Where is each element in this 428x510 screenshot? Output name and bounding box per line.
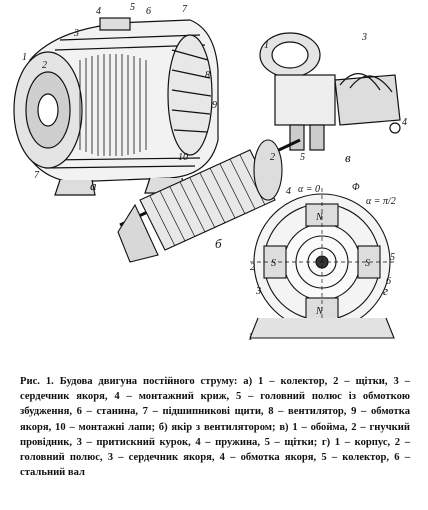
motor-label-5: 5	[130, 2, 135, 13]
figure-caption: Рис. 1. Будова двигуна постійного струму…	[20, 376, 410, 479]
pole-s-left: S	[271, 258, 276, 269]
sublabel-a: а	[90, 178, 97, 193]
motor-label-4: 4	[96, 6, 101, 17]
pole-s-right: S	[365, 258, 370, 269]
brush-label-4: 4	[402, 117, 407, 128]
motor-number-labels: 1 2 3 4 5 6 7 8 9 10 7	[22, 2, 217, 181]
angle-alpha0: α = 0	[298, 184, 320, 195]
brush-label-3: 3	[361, 32, 367, 43]
brush-number-labels: 1 2 3 5 4	[264, 32, 407, 163]
armature-drawing	[117, 138, 301, 263]
sublabel-v: в	[345, 150, 351, 165]
motor-label-1: 1	[22, 52, 27, 63]
motor-label-7: 7	[182, 4, 188, 15]
motor-label-6: 6	[146, 6, 151, 17]
section-label-3: 3	[255, 286, 261, 297]
motor-label-2: 2	[42, 60, 47, 71]
motor-label-10: 10	[178, 152, 188, 163]
brush-label-5: 5	[300, 152, 305, 163]
cross-section-drawing	[249, 188, 395, 339]
angle-alpha-pi2: α = π/2	[366, 196, 396, 207]
section-label-1: 1	[248, 332, 253, 343]
brush-label-2: 2	[270, 152, 275, 163]
section-label-2: 2	[250, 262, 255, 273]
sublabel-g: г	[383, 283, 388, 298]
section-label-4: 4	[286, 186, 291, 197]
sublabel-b: б	[215, 236, 222, 251]
motor-label-3: 3	[73, 28, 79, 39]
motor-label-7b: 7	[34, 170, 40, 181]
motor-cutaway-drawing	[13, 17, 219, 196]
brush-holder-drawing	[259, 32, 401, 151]
brush-label-1: 1	[264, 40, 269, 51]
pole-n-bottom: N	[315, 306, 324, 317]
motor-label-8: 8	[205, 70, 210, 81]
section-label-5: 5	[390, 252, 395, 263]
motor-figure: а б в г 1 2 3 4 5 6 7 8 9 10 7 1 2 3 5 4…	[13, 2, 407, 343]
pole-n-top: N	[315, 212, 324, 223]
motor-label-9: 9	[212, 100, 217, 111]
section-number-labels: 1 2 3 4 5 6 α = 0 Φ α = π/2 N N S S	[248, 182, 396, 343]
section-label-6: 6	[386, 276, 391, 287]
flux-phi: Φ	[352, 182, 360, 193]
